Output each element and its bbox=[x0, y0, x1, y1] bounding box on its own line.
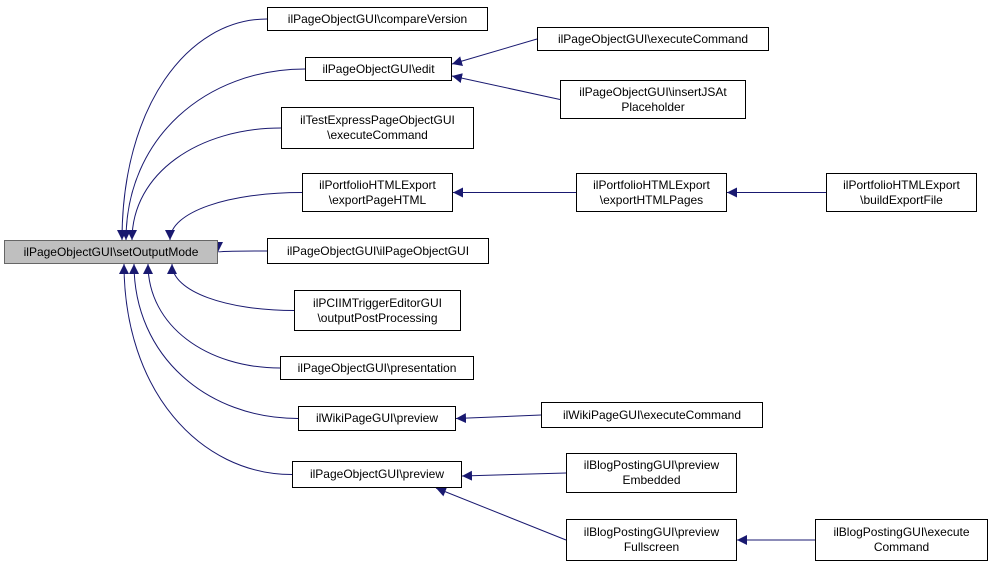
node-label-line: ilPageObjectGUI\edit bbox=[322, 61, 435, 76]
edge-compare-to-root bbox=[117, 18, 268, 241]
node-label-line: ilTestExpressPageObjectGUI bbox=[300, 113, 455, 127]
edge-blogembed-to-preview bbox=[461, 470, 567, 481]
edge-testexpress-to-root bbox=[127, 127, 282, 241]
node-ctor[interactable]: ilPageObjectGUI\ilPageObjectGUI bbox=[267, 238, 489, 264]
node-presentation[interactable]: ilPageObjectGUI\presentation bbox=[280, 356, 474, 380]
edge-pcllm-to-root bbox=[167, 263, 295, 311]
node-label-line: Fullscreen bbox=[623, 540, 680, 554]
edge-portexport-to-root bbox=[165, 192, 303, 241]
node-pcllm[interactable]: ilPCIIMTriggerEditorGUI\outputPostProces… bbox=[294, 290, 461, 331]
node-root: ilPageObjectGUI\setOutputMode bbox=[4, 240, 218, 264]
node-label-line: ilPortfolioHTMLExport bbox=[593, 177, 710, 192]
node-label-line: Embedded bbox=[622, 473, 681, 487]
edge-ctor-to-root bbox=[213, 241, 268, 253]
node-portexport[interactable]: ilPortfolioHTMLExport\exportPageHTML bbox=[302, 173, 453, 212]
node-label-line: ilBlogPostingGUI\execute bbox=[833, 525, 970, 539]
node-label-line: ilPageObjectGUI\compareVersion bbox=[287, 11, 468, 26]
node-label-line: Placeholder bbox=[621, 99, 685, 114]
node-label-line: \exportHTMLPages bbox=[599, 192, 704, 207]
node-exec1[interactable]: ilPageObjectGUI\executeCommand bbox=[537, 27, 769, 51]
edge-blogfull-to-preview bbox=[435, 487, 567, 541]
node-label-line: ilBlogPostingGUI\preview bbox=[583, 458, 720, 472]
node-label-line: \executeCommand bbox=[327, 128, 428, 142]
edge-exec1-to-edit bbox=[451, 38, 538, 66]
edge-insertjs-to-edit bbox=[451, 73, 561, 100]
node-wikiexec[interactable]: ilWikiPageGUI\executeCommand bbox=[541, 402, 763, 428]
node-label-line: Command bbox=[873, 540, 930, 554]
node-label-line: ilWikiPageGUI\executeCommand bbox=[562, 407, 742, 422]
node-preview[interactable]: ilPageObjectGUI\preview bbox=[292, 461, 462, 488]
node-compare[interactable]: ilPageObjectGUI\compareVersion bbox=[267, 7, 488, 31]
node-wikiprev[interactable]: ilWikiPageGUI\preview bbox=[298, 406, 456, 431]
node-label-line: ilPageObjectGUI\executeCommand bbox=[557, 31, 749, 46]
node-label-line: ilPortfolioHTMLExport bbox=[319, 177, 436, 192]
node-label-line: ilPageObjectGUI\insertJSAt bbox=[579, 84, 727, 99]
node-label-line: ilWikiPageGUI\preview bbox=[315, 411, 439, 425]
node-edit[interactable]: ilPageObjectGUI\edit bbox=[305, 57, 452, 81]
edge-edit-to-root bbox=[121, 68, 306, 241]
node-portpages[interactable]: ilPortfolioHTMLExport\exportHTMLPages bbox=[576, 173, 727, 212]
node-portfile[interactable]: ilPortfolioHTMLExport\buildExportFile bbox=[826, 173, 977, 212]
node-label-line: \outputPostProcessing bbox=[317, 310, 438, 325]
node-label-line: \exportPageHTML bbox=[328, 192, 427, 207]
node-label-line: ilBlogPostingGUI\preview bbox=[583, 525, 720, 539]
edge-preview-to-root bbox=[119, 263, 293, 475]
node-label-line: ilPageObjectGUI\preview bbox=[309, 467, 445, 481]
edge-presentation-to-root bbox=[143, 263, 281, 369]
node-label-line: ilPCIIMTriggerEditorGUI bbox=[313, 295, 442, 310]
edge-wikiprev-to-root bbox=[129, 263, 299, 419]
node-label-line: \buildExportFile bbox=[860, 192, 943, 207]
edge-wikiexec-to-wikiprev bbox=[455, 413, 542, 424]
node-label-line: ilPageObjectGUI\presentation bbox=[297, 360, 457, 375]
node-label-line: ilPortfolioHTMLExport bbox=[843, 177, 960, 192]
node-label-line: ilPageObjectGUI\setOutputMode bbox=[23, 244, 199, 259]
node-testexpress[interactable]: ilTestExpressPageObjectGUI\executeComman… bbox=[281, 107, 474, 149]
node-label-line: ilPageObjectGUI\ilPageObjectGUI bbox=[286, 243, 470, 258]
